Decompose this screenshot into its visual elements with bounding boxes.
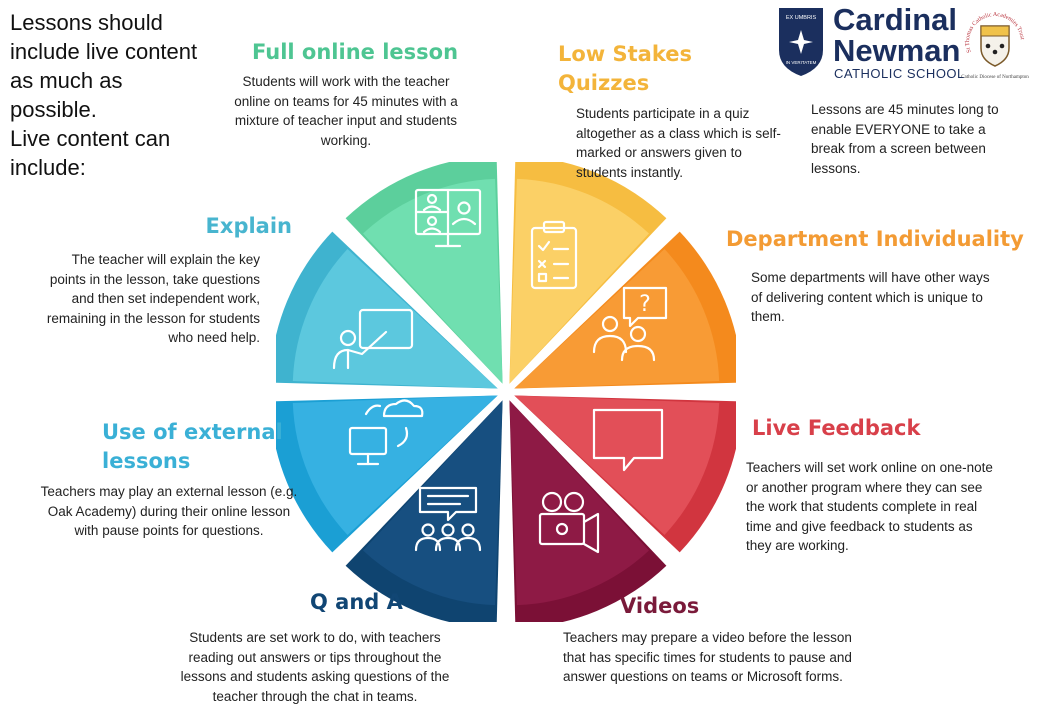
intro-line: Live content can bbox=[10, 126, 171, 151]
full-online-title: Full online lesson bbox=[251, 40, 459, 64]
group-discussion-icon bbox=[414, 486, 482, 552]
segment-q-and-a-inner bbox=[363, 400, 503, 606]
shield-top-text: EX UMBRIS bbox=[786, 15, 817, 21]
content-wheel: ? bbox=[276, 162, 736, 622]
intro-line: Lessons should bbox=[10, 10, 163, 35]
q-and-a-title: Q and A bbox=[310, 590, 403, 614]
intro-line: possible. bbox=[10, 97, 97, 122]
segment-full-online-inner bbox=[363, 178, 503, 384]
crest-bottom-text: Catholic Diocese of Northampton bbox=[961, 75, 1029, 80]
department-description: Some departments will have other ways of… bbox=[751, 270, 990, 324]
low-stakes-title-line: Quizzes bbox=[558, 71, 650, 95]
live-feedback-description: Teachers will set work online on one-not… bbox=[746, 460, 993, 553]
explain-title: Explain bbox=[205, 214, 292, 238]
trust-crest-logo: St Thomas Catholic Academies Trust Catho… bbox=[961, 12, 1029, 80]
external-title-line: Use of external bbox=[102, 420, 283, 444]
segment-live-feedback-inner bbox=[514, 395, 720, 535]
intro-line: include live content bbox=[10, 39, 198, 64]
videos-title: Videos bbox=[620, 594, 700, 618]
video-call-icon bbox=[414, 188, 482, 248]
school-shield-logo: EX UMBRIS IN VERITATEM bbox=[779, 8, 823, 76]
logo-subtitle: CATHOLIC SCHOOL bbox=[834, 66, 965, 81]
low-stakes-title: Low Stakes Quizzes bbox=[558, 40, 758, 98]
segment-department-inner bbox=[514, 249, 720, 389]
intro-line: as much as bbox=[10, 68, 123, 93]
teacher-board-icon bbox=[332, 308, 414, 370]
external-title: Use of external lessons bbox=[102, 418, 302, 476]
live-feedback-title: Live Feedback bbox=[752, 416, 921, 440]
segment-external-inner bbox=[292, 395, 498, 535]
speech-bubble-icon bbox=[592, 408, 664, 472]
video-camera-icon bbox=[538, 491, 600, 554]
segment-videos-inner bbox=[509, 400, 649, 606]
low-stakes-description: Students participate in a quiz altogethe… bbox=[576, 106, 781, 180]
shield-bottom-text: IN VERITATEM bbox=[786, 60, 817, 65]
department-title: Department Individuality bbox=[726, 227, 1024, 251]
lesson-length-note: Lessons are 45 minutes long to enable EV… bbox=[811, 102, 999, 176]
intro-text: Lessons should include live content as m… bbox=[10, 8, 225, 182]
logo-name-line1: Cardinal bbox=[833, 2, 958, 37]
clipboard-checklist-icon bbox=[530, 220, 578, 290]
external-title-line: lessons bbox=[102, 449, 191, 473]
explain-description: The teacher will explain the key points … bbox=[46, 252, 260, 345]
external-description: Teachers may play an external lesson (e.… bbox=[40, 484, 298, 538]
q-and-a-description: Students are set work to do, with teache… bbox=[180, 630, 450, 704]
intro-line: include: bbox=[10, 155, 86, 180]
cloud-computer-icon bbox=[348, 399, 424, 466]
logo-name-line2: Newman bbox=[833, 33, 961, 68]
segment-explain-inner bbox=[292, 249, 498, 389]
videos-description: Teachers may prepare a video before the … bbox=[563, 630, 852, 684]
svg-text:?: ? bbox=[639, 292, 651, 317]
full-online-description: Students will work with the teacher onli… bbox=[234, 74, 458, 148]
people-question-icon: ? bbox=[592, 286, 668, 362]
low-stakes-title-line: Low Stakes bbox=[558, 42, 692, 66]
